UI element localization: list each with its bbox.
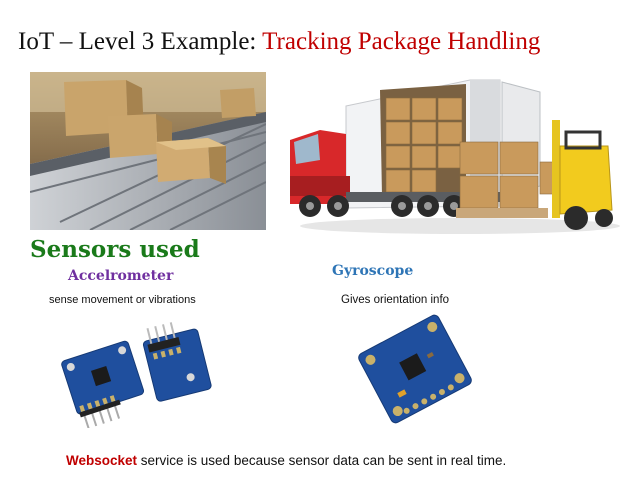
truck-illustration (290, 76, 620, 236)
gyroscope-illustration (352, 312, 478, 426)
websocket-highlight: Websocket (66, 453, 138, 468)
conveyor-photo (30, 72, 266, 230)
truck-forklift-photo (290, 76, 620, 236)
accelerometer-label: Accelrometer (68, 268, 174, 284)
slide-title: IoT – Level 3 Example: Tracking Package … (18, 28, 540, 56)
conveyor-illustration (30, 72, 266, 230)
sensors-heading: Sensors used (30, 236, 200, 263)
footer-note: Websocket service is used because sensor… (66, 453, 506, 468)
accelerometer-description: sense movement or vibrations (49, 294, 196, 306)
accelerometer-illustration (58, 318, 218, 428)
gyroscope-label: Gyroscope (332, 263, 414, 279)
title-prefix: IoT – Level 3 Example: (18, 28, 263, 55)
accelerometer-board-photo (58, 318, 218, 428)
footer-text: service is used because sensor data can … (137, 453, 507, 468)
title-accent: Tracking Package Handling (262, 28, 541, 55)
gyroscope-description: Gives orientation info (341, 294, 450, 306)
gyroscope-board-photo (352, 312, 478, 426)
